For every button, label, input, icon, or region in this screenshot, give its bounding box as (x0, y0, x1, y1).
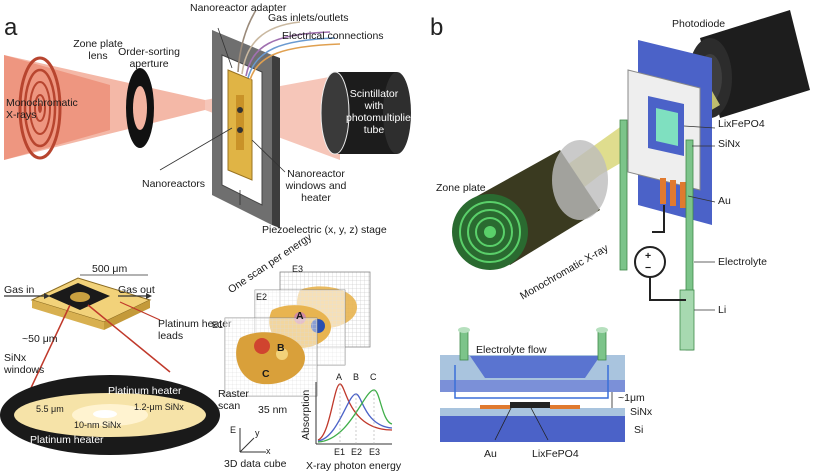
zoom-dim-55-label: 5.5 μm (36, 404, 64, 414)
spectrum-label-a: A (336, 372, 343, 382)
chip-heater-leads-label: Platinum heater leads (158, 318, 232, 342)
zoom-dim-10-label: 10-nm SiNx (74, 420, 122, 430)
zoom-heater-top-label: Platinum heater (108, 385, 182, 397)
axis-y-label: y (255, 428, 260, 438)
label-minus: − (645, 262, 652, 274)
zoom-heater-bottom-label: Platinum heater (30, 434, 104, 446)
label-electrolyte-flow: Electrolyte flow (476, 344, 547, 356)
scan-phase-b: B (277, 342, 285, 354)
label-gas-inlets: Gas inlets/outlets (268, 12, 349, 24)
label-electrical-connections: Electrical connections (282, 30, 384, 42)
spectrum-xlabel: X-ray photon energy (306, 460, 402, 472)
electrolyte-tubes (619, 119, 695, 351)
label-si: Si (634, 424, 644, 436)
scan-data-cube-label: 3D data cube (224, 458, 287, 470)
label-nanoreactor-adapter: Nanoreactor adapter (190, 2, 287, 14)
gas-and-electrical-cables (237, 9, 341, 81)
chip-sinx-windows-label: SiNx windows (4, 352, 45, 376)
spectrum-tick-e2: E2 (351, 447, 363, 457)
axis-x-label: x (266, 446, 271, 456)
label-electrolyte: Electrolyte (718, 256, 768, 268)
label-nanoreactors: Nanoreactors (142, 178, 206, 190)
spectrum-tick-e1: E1 (334, 447, 346, 457)
scan-raster-label: Raster scan (218, 388, 249, 412)
spectrum-tick-e3: E3 (369, 447, 381, 457)
label-au: Au (718, 195, 731, 207)
label-au-cross: Au (484, 448, 497, 460)
panel-letter-a: a (4, 14, 18, 41)
zone-plate-b (452, 140, 608, 270)
scan-e1-label: E1 (212, 320, 224, 330)
scan-phase-a: A (296, 310, 304, 322)
label-lifepo4: LixFePO4 (718, 118, 765, 130)
scan-e3-label: E3 (292, 264, 304, 274)
label-plus: + (645, 250, 652, 262)
label-monochromatic-xrays: Monochromatic X-rays (6, 97, 78, 121)
label-scintillator: Scintillator with photomultiplier tube (346, 88, 415, 136)
label-gap: ~1μm (618, 392, 645, 404)
panel-letter-b: b (430, 14, 444, 41)
chip-gas-in-label: Gas in (4, 284, 35, 296)
scan-e2-label: E2 (256, 292, 268, 302)
spectrum-label-b: B (353, 372, 360, 382)
circuit (634, 205, 686, 301)
scan-phase-c: C (262, 368, 270, 380)
label-sinx-cross: SiNx (630, 406, 653, 418)
chip-width-label: 500 μm (92, 263, 128, 275)
label-sinx: SiNx (718, 138, 741, 150)
label-li: Li (718, 304, 727, 316)
scintillator-cylinder (320, 71, 411, 155)
label-zone-plate: Zone plate (436, 182, 486, 194)
order-sorting-aperture (126, 68, 154, 148)
label-nanoreactor-windows: Nanoreactor windows and heater (285, 168, 347, 204)
label-piezo-stage: Piezoelectric (x, y, z) stage (262, 224, 387, 236)
label-zone-plate-lens: Zone plate lens (73, 38, 123, 62)
zoom-dim-12-label: 1.2-μm SiNx (134, 402, 184, 412)
zone-plate-lens (18, 56, 62, 160)
cross-section (440, 327, 625, 442)
chip-thickness-label: ~50 μm (22, 333, 58, 345)
chip-gas-out-label: Gas out (118, 284, 155, 296)
electrochemical-cell (627, 40, 712, 225)
label-photodiode: Photodiode (672, 18, 726, 30)
nanoreactor-holder (227, 69, 253, 181)
spectrum-label-c: C (370, 372, 377, 382)
axis-e-label: E (230, 425, 237, 435)
label-lifepo4-cross: LixFePO4 (532, 448, 579, 460)
scan-resolution-label: 35 nm (258, 404, 288, 416)
label-order-sorting-aperture: Order-sorting aperture (118, 46, 180, 70)
